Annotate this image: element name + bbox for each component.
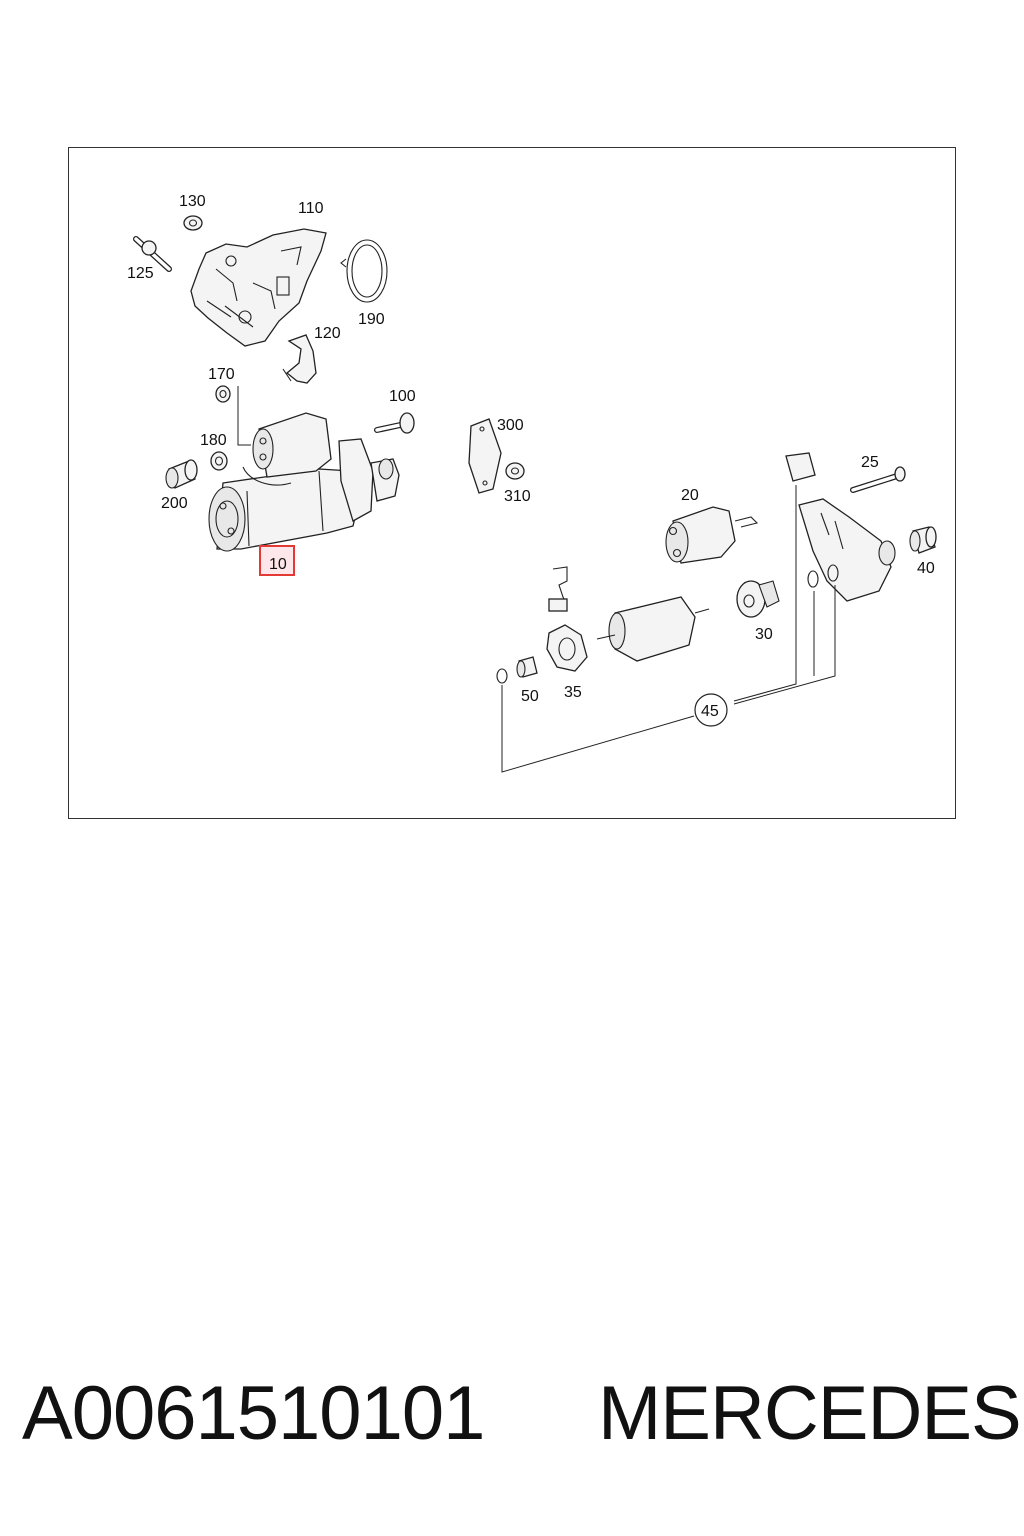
label-310: 310 (504, 488, 531, 505)
solenoid-20 (665, 506, 759, 564)
callout-circle-45 (694, 693, 728, 727)
label-35: 35 (564, 684, 582, 701)
label-300: 300 (497, 417, 524, 434)
label-190: 190 (358, 311, 385, 328)
drive-housing (798, 498, 896, 602)
label-10: 10 (269, 556, 287, 573)
brand-name: MERCEDES (598, 1371, 1022, 1456)
bushing-50 (516, 656, 538, 678)
nut-170 (215, 385, 231, 403)
nut-130 (183, 215, 203, 231)
parts-diagram: 130 110 125 190 120 170 100 300 180 310 … (127, 193, 937, 773)
gasket-300 (468, 418, 502, 494)
bolt-25 (850, 466, 906, 493)
nut-180 (210, 451, 228, 471)
label-120: 120 (314, 325, 341, 342)
nut-310 (505, 462, 525, 480)
label-125: 125 (127, 265, 154, 282)
ring-190 (340, 239, 388, 303)
bracket-110 (190, 228, 327, 347)
label-100: 100 (389, 388, 416, 405)
starter-motor-10 (208, 412, 400, 552)
brush-holder-35 (546, 566, 588, 672)
pinion-30 (736, 580, 780, 618)
highlight-box-10 (259, 545, 295, 576)
washers-45 (496, 564, 839, 684)
label-170: 170 (208, 366, 235, 383)
label-20: 20 (681, 487, 699, 504)
label-45: 45 (701, 703, 719, 720)
label-110: 110 (298, 200, 324, 217)
part-number: A0061510101 (22, 1371, 485, 1456)
label-50: 50 (521, 688, 539, 705)
label-25: 25 (861, 454, 879, 471)
label-180: 180 (200, 432, 227, 449)
clip-120 (282, 334, 317, 384)
bushing-200 (165, 459, 198, 489)
bolt-100 (374, 412, 415, 434)
footer: A0061510101 MERCEDES (0, 1370, 1024, 1470)
label-40: 40 (917, 560, 935, 577)
parts-diagram-frame: 130 110 125 190 120 170 100 300 180 310 … (68, 147, 956, 819)
label-30: 30 (755, 626, 773, 643)
brush-block (785, 452, 816, 482)
armature (596, 596, 710, 662)
bolt-125 (133, 236, 172, 272)
bushing-40 (909, 526, 937, 554)
label-200: 200 (161, 495, 188, 512)
label-130: 130 (179, 193, 206, 210)
